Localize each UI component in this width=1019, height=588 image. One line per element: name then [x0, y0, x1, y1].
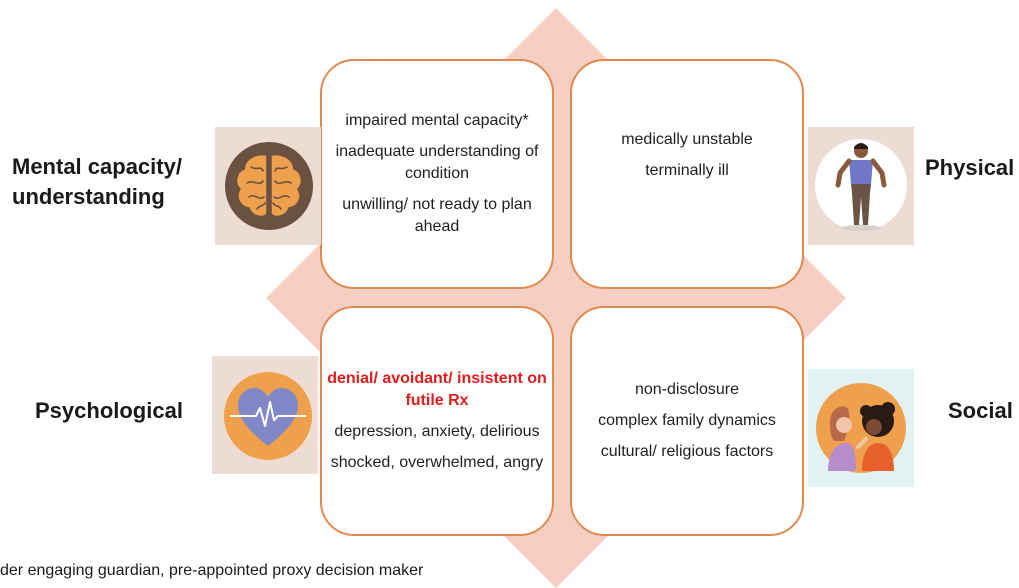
quadrant-psychological: denial/ avoidant/ insistent on futile Rx… — [320, 306, 554, 536]
heartbeat-icon — [212, 356, 318, 474]
quadrant-highlight-item: denial/ avoidant/ insistent on futile Rx — [327, 370, 547, 409]
quadrant-item: cultural/ religious factors — [600, 443, 774, 460]
quadrant-item: non-disclosure — [634, 381, 740, 398]
category-label-line: understanding — [12, 184, 165, 209]
category-label-mental-capacity: Mental capacity/ understanding — [12, 152, 182, 212]
quadrant-item: inadequate understanding of condition — [335, 143, 539, 182]
quadrant-social: non-disclosure complex family dynamics c… — [570, 306, 804, 536]
quadrant-item: medically unstable — [621, 130, 753, 148]
footnote-text: der engaging guardian, pre-appointed pro… — [0, 562, 424, 579]
quadrant-item: depression, anxiety, delirious — [334, 423, 540, 440]
quadrant-physical: medically unstable terminally ill — [570, 59, 804, 289]
person-icon — [808, 127, 914, 245]
quadrant-item: terminally ill — [645, 161, 729, 179]
category-label-social: Social — [948, 398, 1013, 423]
quadrant-item: shocked, overwhelmed, angry — [330, 454, 544, 471]
two-people-talking-icon — [808, 369, 914, 487]
quadrant-item: complex family dynamics — [598, 412, 776, 429]
brain-icon — [215, 127, 321, 245]
category-label-physical: Physical — [925, 155, 1015, 180]
quadrant-mental-capacity: impaired mental capacity* inadequate und… — [320, 59, 554, 289]
category-label-line: Mental capacity/ — [12, 154, 182, 179]
quadrant-item: unwilling/ not ready to plan ahead — [342, 196, 532, 235]
quadrant-item: impaired mental capacity* — [345, 112, 529, 129]
category-label-psychological: Psychological — [35, 398, 183, 423]
